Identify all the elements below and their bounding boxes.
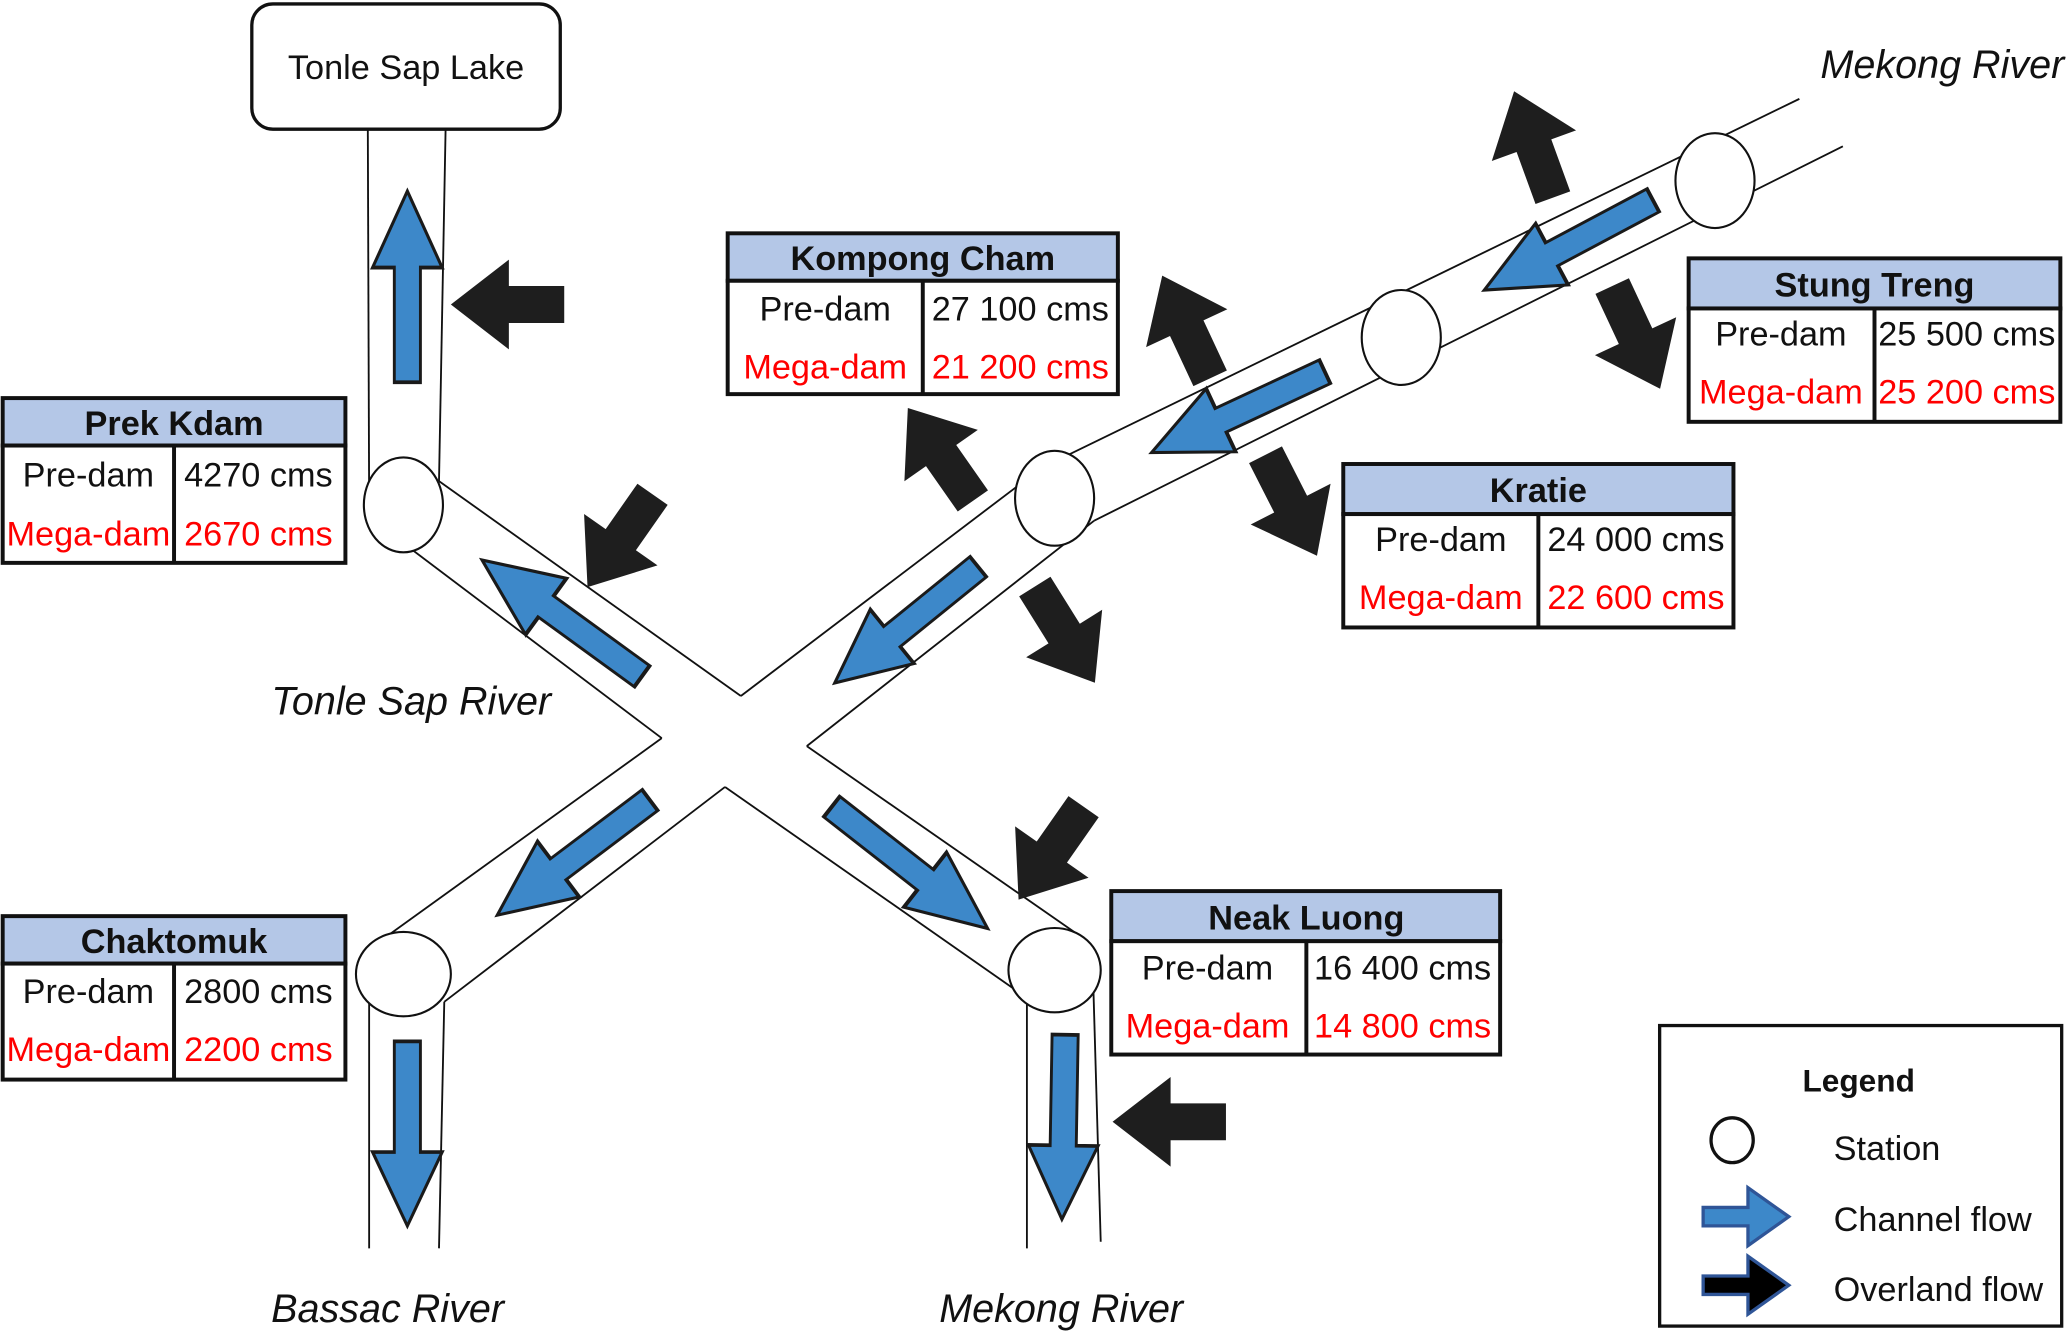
river-label-tonle-sap: Tonle Sap River [271,679,553,723]
mekong-upper-bank-top [1041,98,1800,469]
mega-dam-label: Mega-dam [6,516,170,554]
mega-dam-value: 14 800 cms [1314,1007,1491,1045]
bassac-bank-upper [368,737,663,950]
channel-flow-arrow-icon [811,538,1002,712]
pre-dam-label: Pre-dam [23,973,154,1011]
station-chaktomuk-icon[interactable] [354,930,452,1018]
legend-label-station: Station [1834,1130,1941,1168]
overland-flow-arrow-icon [871,382,1010,527]
channel-flow-arrow-icon [370,189,445,385]
station-name: Chaktomuk [81,923,269,961]
overland-flow-arrow-icon [1571,267,1701,408]
lower-mekong-bank-upper [806,745,1085,940]
mega-dam-value: 21 200 cms [932,348,1109,386]
pre-dam-value: 25 500 cms [1878,315,2055,353]
legend: Legend Station Channel flow Overland flo… [1657,1023,2064,1328]
pre-dam-label: Pre-dam [1375,521,1506,559]
pre-dam-value: 2800 cms [184,973,333,1011]
mega-dam-label: Mega-dam [1126,1007,1290,1045]
station-table-prek-kdam[interactable]: Prek Kdam Pre-dam 4270 cms Mega-dam 2670… [0,396,348,565]
pre-dam-label: Pre-dam [1715,315,1846,353]
overland-flow-arrow-icon [1701,1253,1792,1318]
station-name: Prek Kdam [85,405,264,443]
tonle-sap-bank-left [366,129,371,499]
station-neak-luong-icon[interactable] [1007,926,1102,1014]
pre-dam-value: 16 400 cms [1314,949,1491,987]
mega-dam-label: Mega-dam [1699,373,1863,411]
channel-flow-arrow-icon [370,1039,445,1228]
pre-dam-value: 4270 cms [184,456,333,494]
tonle-sap-river-bank-upper [438,480,742,697]
station-name: Stung Treng [1775,267,1975,305]
station-prek-kdam-icon[interactable] [362,456,445,554]
overland-flow-arrow-icon [1225,434,1357,577]
station-table-kompong-cham[interactable]: Kompong Cham Pre-dam 27 100 cms Mega-dam… [725,231,1120,397]
legend-label-overland-flow: Overland flow [1834,1271,2044,1309]
overland-flow-arrow-icon [1471,75,1595,214]
station-kratie-icon[interactable] [1360,288,1442,386]
mega-dam-value: 25 200 cms [1878,373,2055,411]
mega-dam-value: 22 600 cms [1547,579,1724,617]
station-name: Neak Luong [1208,899,1404,937]
overland-flow-arrow-icon [996,562,1133,707]
bassac-bank-right [438,1001,446,1249]
river-label-mekong-upstream: Mekong River [1820,43,2066,87]
station-table-kratie[interactable]: Kratie Pre-dam 24 000 cms Mega-dam 22 60… [1341,462,1736,630]
pre-dam-value: 27 100 cms [932,290,1109,328]
pre-dam-value: 24 000 cms [1547,521,1724,559]
mekong-mid-bank-bottom [806,519,1095,747]
legend-title: Legend [1802,1062,1914,1098]
mega-dam-label: Mega-dam [1359,579,1523,617]
lake-label: Tonle Sap Lake [288,49,524,87]
station-circle-icon [1709,1116,1755,1165]
lower-mekong-bank-lower [724,786,1028,999]
tonle-sap-river-bank-lower [381,526,663,739]
tonle-sap-lake-box[interactable]: Tonle Sap Lake [250,2,562,131]
pre-dam-label: Pre-dam [23,456,154,494]
legend-label-channel-flow: Channel flow [1834,1201,2032,1239]
lower-mekong-bank-right [1091,968,1102,1242]
station-name: Kratie [1490,472,1587,510]
mekong-mid-bank-top [740,467,1042,697]
overland-flow-arrow-icon [981,781,1121,926]
mega-dam-value: 2200 cms [184,1031,333,1069]
stations [354,132,1756,1018]
tonle-sap-bank-right [438,129,447,482]
mega-dam-label: Mega-dam [6,1031,170,1069]
channel-flow-arrow-icon [474,770,673,945]
station-name: Kompong Cham [790,240,1055,278]
channel-flow-arrow-icon [1025,1032,1102,1222]
mega-dam-value: 2670 cms [184,516,333,554]
overland-flow-arrow-icon [450,259,565,350]
channel-flow-arrow-icon [1701,1184,1792,1249]
bassac-bank-lower [443,786,726,1003]
station-stung-treng-icon[interactable] [1674,132,1756,230]
station-table-chaktomuk[interactable]: Chaktomuk Pre-dam 2800 cms Mega-dam 2200… [0,914,348,1082]
mega-dam-label: Mega-dam [743,348,907,386]
station-kompong-cham-icon[interactable] [1013,449,1096,547]
pre-dam-label: Pre-dam [1142,949,1273,987]
station-table-stung-treng[interactable]: Stung Treng Pre-dam 25 500 cms Mega-dam … [1686,256,2063,424]
pre-dam-label: Pre-dam [760,290,891,328]
overland-flow-arrow-icon [550,468,690,613]
river-label-bassac: Bassac River [271,1287,506,1331]
station-table-neak-luong[interactable]: Neak Luong Pre-dam 16 400 cms Mega-dam 1… [1109,889,1503,1057]
channel-flow-arrow-icon [1135,338,1342,486]
overland-flow-arrow-icon [1112,1076,1226,1167]
river-label-mekong-downstream: Mekong River [939,1287,1185,1331]
